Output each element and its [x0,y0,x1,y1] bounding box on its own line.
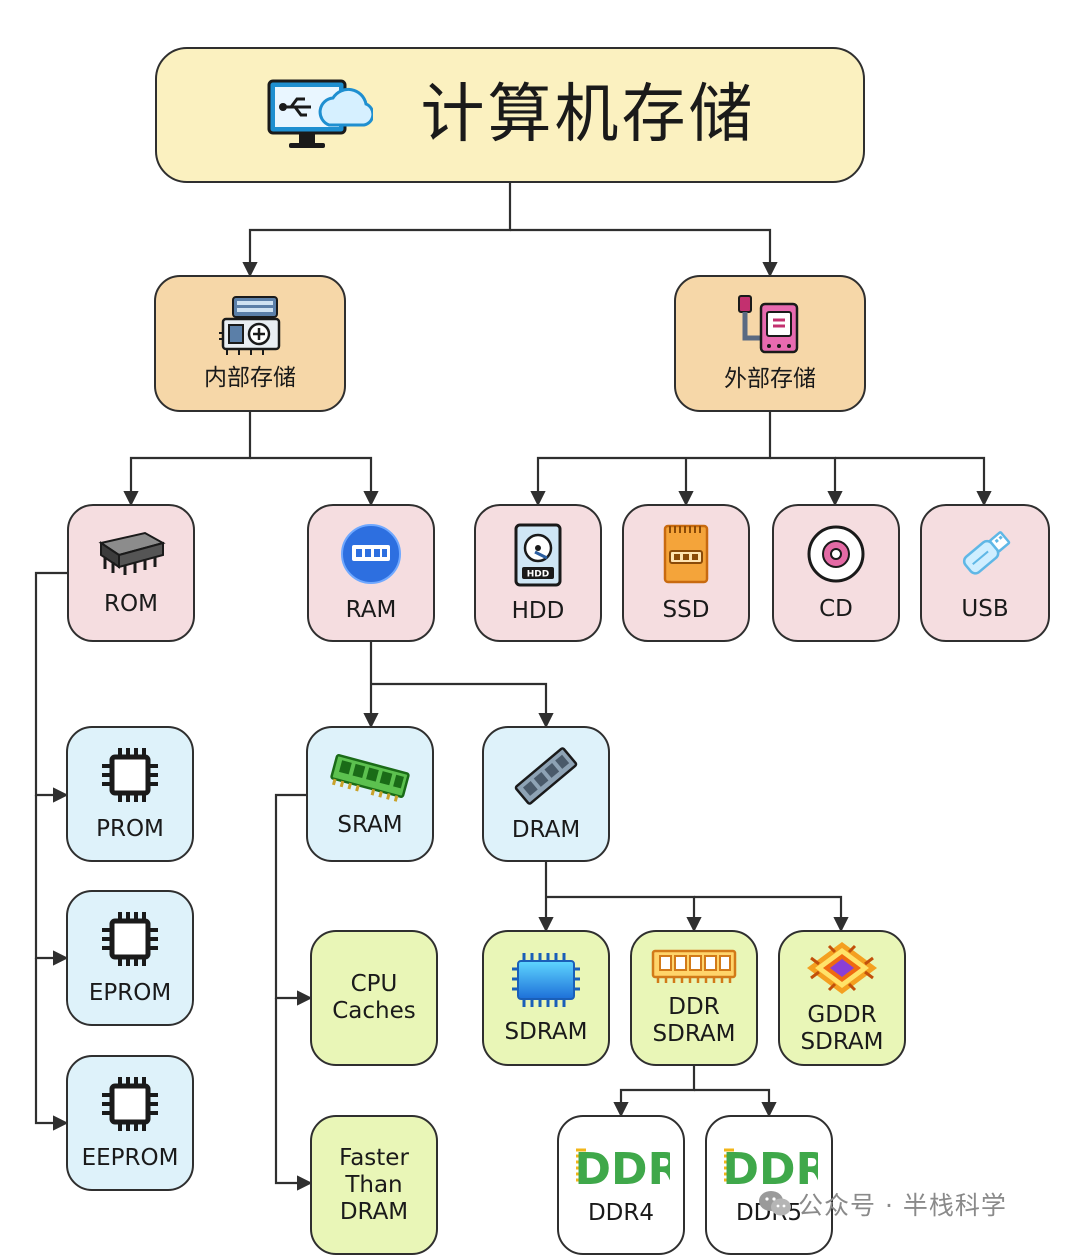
node-rom-label: ROM [104,590,158,617]
memory-chip-icon [512,952,580,1007]
node-ddr-sdram: DDR SDRAM [630,930,758,1066]
node-eeprom-label: EEPROM [81,1144,179,1171]
monitor-cloud-usb-icon [267,79,373,148]
edge-ddr-ddr4 [613,1066,696,1118]
node-faster-than-dram-label: Faster Than DRAM [339,1144,409,1225]
hdd-icon-text: HDD [527,569,549,579]
ddr-module-icon [651,949,737,983]
node-hdd: HDD HDD [474,504,602,642]
edge-dram-gddr [694,895,849,933]
node-gddr-sdram-label: GDDR SDRAM [800,1002,884,1055]
edge-ram-dram [371,682,554,729]
node-cd-label: CD [819,595,853,622]
ddr5-icon-text: DDR [723,1144,818,1190]
node-faster-than-dram: Faster Than DRAM [310,1115,438,1255]
edge-root-internal [242,183,512,278]
edge-external-hdd [530,412,772,507]
ram-module-icon [330,753,410,802]
ram-circle-icon [341,523,401,584]
chip-icon [102,911,158,966]
wechat-icon [759,1191,791,1216]
hard-disk-icon: HDD [514,523,562,586]
gpu-chip-icon [807,942,877,994]
node-sram: SRAM [306,726,434,862]
edge-rom-prom [34,571,69,803]
node-ssd-label: SSD [662,596,710,623]
node-usb: USB [920,504,1050,642]
chip-icon [102,1076,158,1131]
chip-icon [102,747,158,802]
ddr-logo-icon: DDR [575,1144,670,1190]
node-eprom: EPROM [66,890,194,1026]
node-ddr4: DDR DDR4 [557,1115,685,1255]
edge-root-external [510,228,778,278]
node-hdd-label: HDD [511,597,565,624]
edge-external-usb [835,456,992,507]
edge-sram-faster [274,998,313,1191]
edge-rom-eprom [34,795,69,966]
usb-stick-icon [962,530,1011,575]
node-sdram-label: SDRAM [504,1018,588,1045]
node-sdram: SDRAM [482,930,610,1066]
node-rom: ROM [67,504,195,642]
node-dram-label: DRAM [511,816,581,843]
category-external-storage: 外部存储 [674,275,866,412]
ddr4-icon-text: DDR [575,1144,670,1190]
server-board-icon [219,296,281,355]
edge-sram-cpu [274,793,313,1006]
watermark-text: 公众号 · 半栈科学 [798,1191,1007,1220]
page-title: 计算机存储 [420,78,756,152]
edge-rom-eeprom [34,958,69,1131]
node-ddr5: DDR DDR5 [705,1115,833,1255]
node-eeprom: EEPROM [66,1055,194,1191]
edge-ddr-ddr5 [694,1088,777,1118]
edge-internal-rom [123,412,252,507]
watermark: 公众号 · 半栈科学 [758,1186,1007,1222]
node-prom-label: PROM [96,815,164,842]
node-gddr-sdram: GDDR SDRAM [778,930,906,1066]
node-ddr-sdram-label: DDR SDRAM [652,994,736,1047]
node-ddr4-label: DDR4 [587,1199,655,1226]
rom-chip-icon [98,531,166,575]
node-ssd: SSD [622,504,750,642]
root-node-computer-storage: 计算机存储 [155,47,865,183]
node-sram-label: SRAM [337,811,403,838]
category-internal-storage: 内部存储 [154,275,346,412]
node-cpu-caches: CPU Caches [310,930,438,1066]
node-eprom-label: EPROM [88,979,172,1006]
external-drive-icon [738,295,799,354]
node-dram: DRAM [482,726,610,862]
edge-internal-ram [250,456,379,507]
node-prom: PROM [66,726,194,862]
ram-module-icon [514,746,578,805]
edge-dram-ddr [546,895,702,933]
edge-external-cd [770,456,843,507]
ddr-logo-icon: DDR [723,1144,818,1190]
category-external-label: 外部存储 [724,366,816,392]
optical-disc-icon [807,525,865,582]
node-ram-label: RAM [345,596,397,623]
category-internal-label: 内部存储 [204,365,296,391]
node-usb-label: USB [961,595,1009,622]
ssd-icon [663,524,709,583]
node-cpu-caches-label: CPU Caches [332,971,416,1024]
node-cd: CD [772,504,900,642]
node-ram: RAM [307,504,435,642]
